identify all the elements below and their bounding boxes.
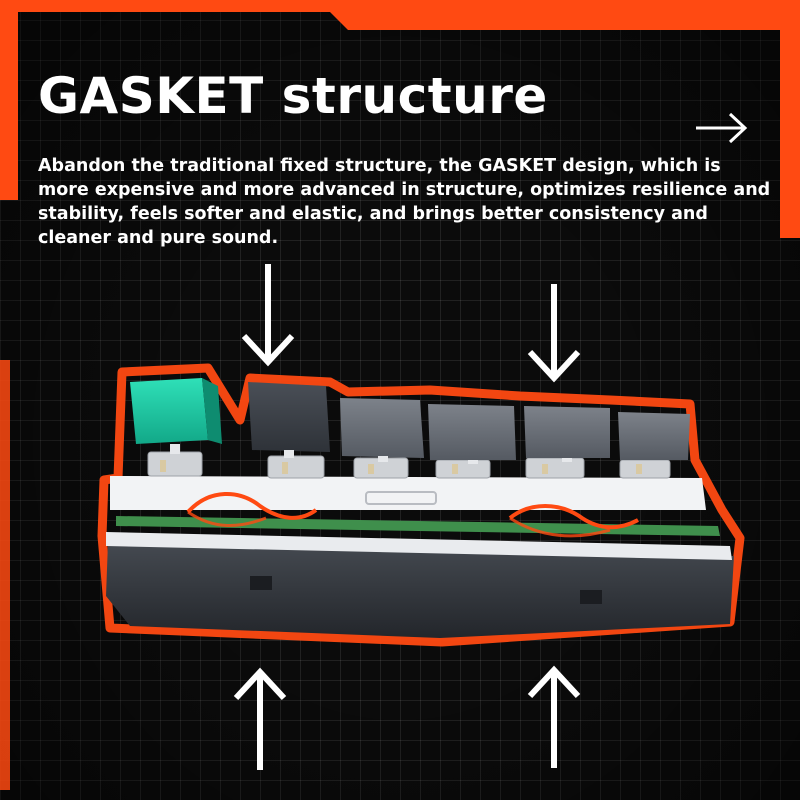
description-text: Abandon the traditional fixed structure,…: [38, 156, 771, 248]
keycap-gray: [618, 412, 690, 460]
down-arrow-icon: [527, 284, 581, 383]
keycap-gray: [524, 406, 610, 458]
down-arrow-icon: [241, 264, 295, 367]
keycap-teal: [130, 378, 208, 444]
case-slot: [250, 576, 272, 590]
keycap-dark: [248, 382, 330, 452]
up-arrow-icon: [527, 665, 581, 768]
right-arrow-icon[interactable]: [694, 108, 750, 148]
case-slot: [580, 590, 602, 604]
keycap-gray: [340, 398, 424, 458]
up-arrow-icon: [233, 667, 287, 770]
keyboard-gasket-illustration: [97, 363, 745, 647]
keycap-gray: [428, 404, 516, 460]
page-title: GASKET structure: [38, 67, 548, 125]
